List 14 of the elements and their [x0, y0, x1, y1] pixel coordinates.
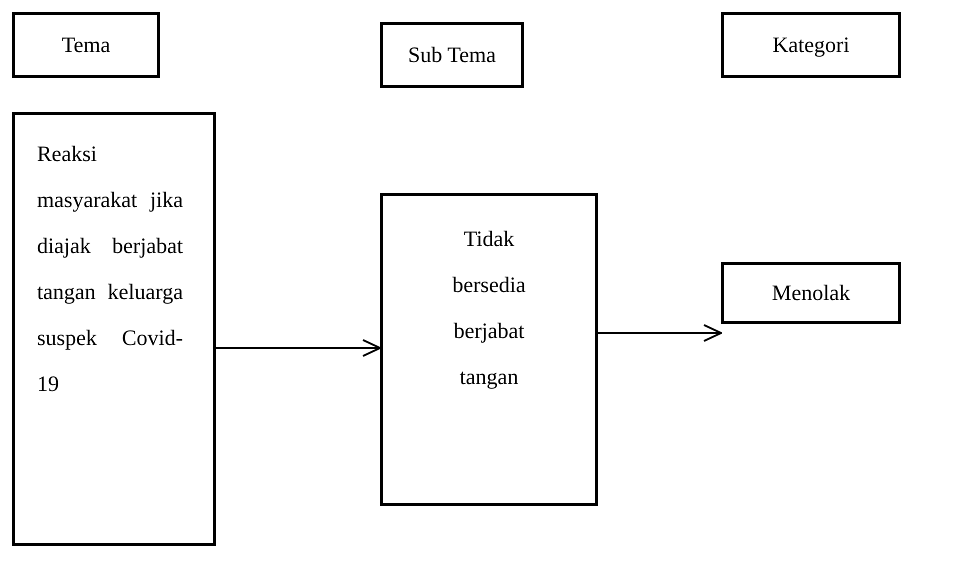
- arrow: [598, 324, 722, 342]
- text-box: [721, 12, 901, 78]
- box-text: Tema: [62, 32, 110, 58]
- box-text: Reaksi masyarakat jika diajak berjabat tangan keluarga suspek Covid-19: [37, 140, 183, 398]
- box-text: Menolak: [772, 280, 850, 306]
- text-box: [12, 12, 160, 78]
- arrow: [216, 339, 381, 357]
- text-box: [380, 193, 598, 506]
- box-text: Kategori: [772, 32, 850, 58]
- box-text: Sub Tema: [408, 42, 496, 68]
- box-text: Tidak bersedia berjabat tangan: [451, 225, 527, 391]
- text-box: [721, 262, 901, 324]
- text-box: [380, 22, 524, 88]
- text-box: [12, 112, 216, 546]
